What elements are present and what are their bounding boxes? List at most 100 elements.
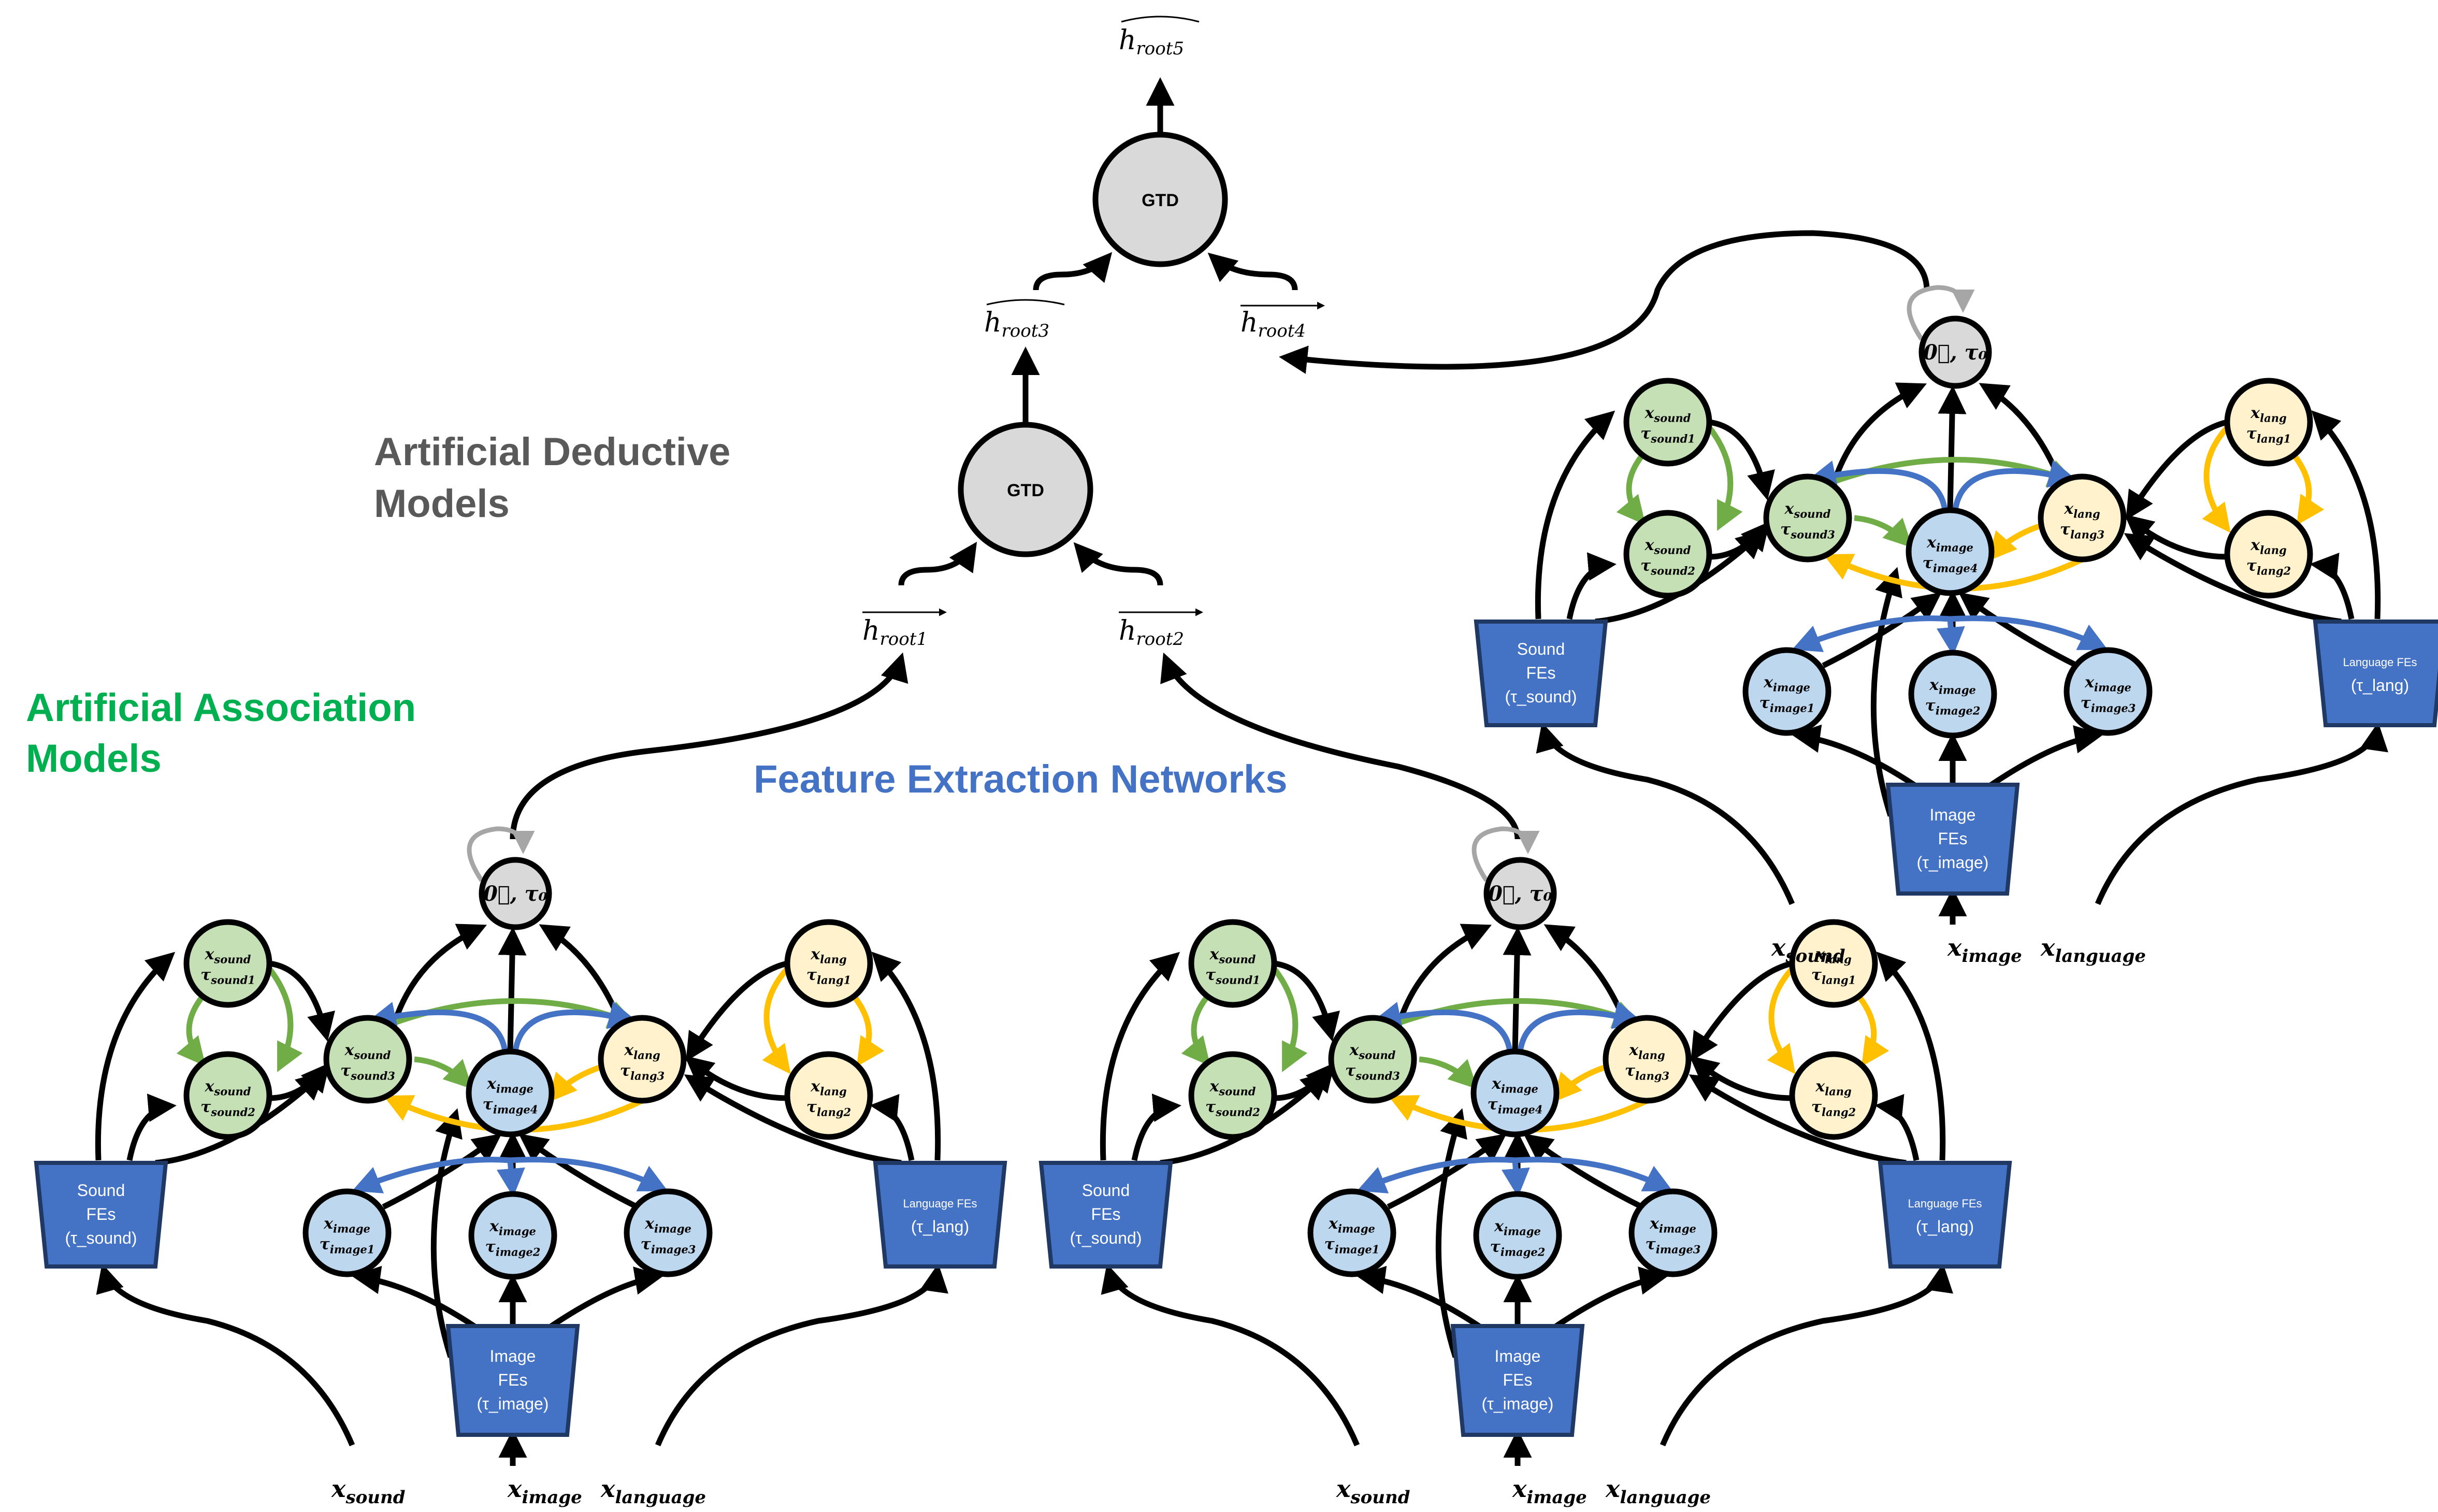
node-image1: [1307, 1188, 1396, 1277]
edge: [1503, 927, 1532, 1052]
image-fe-block-line3: (τ_image): [1482, 1394, 1554, 1413]
edge: [496, 1160, 525, 1197]
edge: [1501, 1160, 1530, 1197]
edge: [1387, 1133, 1507, 1209]
edge: [686, 960, 788, 1062]
node-image1: [302, 1188, 392, 1277]
node-sound2-type: τsound2: [1205, 1098, 1260, 1119]
node-image2-type: τimage2: [1925, 697, 1981, 717]
edge: [1274, 1062, 1335, 1101]
edge: [1616, 454, 1646, 525]
edge: [267, 967, 303, 1072]
gtd-top-label: GTD: [1142, 191, 1179, 210]
node-sound1: [183, 919, 272, 1008]
node-image4: [1470, 1048, 1560, 1137]
edge: [467, 826, 535, 882]
edge: [1660, 1263, 1953, 1447]
input-image: ximage: [507, 1475, 582, 1508]
node-sound3: [323, 1015, 412, 1104]
edge: [871, 952, 941, 1161]
node-sound1: [1188, 919, 1277, 1008]
node-image3-type: τimage3: [2081, 694, 2136, 715]
module-root-node: [1918, 315, 1992, 389]
edge: [2311, 410, 2381, 620]
edge: [1372, 1002, 1513, 1052]
node-image2: [1473, 1191, 1562, 1280]
node-sound2: [183, 1051, 272, 1140]
node-image4-var: ximage: [486, 1075, 533, 1096]
edge: [1952, 460, 2078, 511]
edge: [1472, 826, 1540, 882]
node-lang3-var: xlang: [2064, 500, 2100, 521]
edge: [95, 952, 176, 1161]
edge: [2124, 514, 2228, 560]
edge: [1552, 1064, 1607, 1103]
root4-label: hroot4: [1240, 307, 1306, 341]
edge: [1566, 552, 1617, 620]
language-fe-block-line1: Language FEs: [1908, 1197, 1982, 1210]
root1-label: hroot1: [862, 615, 928, 650]
sound-fe-block-line1: Sound: [77, 1181, 125, 1200]
node-image4-var: ximage: [1926, 534, 1973, 554]
node-sound2: [1188, 1051, 1277, 1140]
node-lang1: [1789, 919, 1878, 1008]
node-image2-var: ximage: [1494, 1217, 1541, 1238]
node-sound3-var: xsound: [1784, 500, 1831, 521]
module-middle: 0⃗, τ₀xsoundτsound1xsoundτsound2xsoundτs…: [1038, 826, 2012, 1508]
feature-extraction-label: Feature Extraction Networks: [754, 757, 1288, 801]
sound-fe-block-line3: (τ_sound): [1505, 687, 1577, 706]
edge: [2095, 722, 2388, 905]
node-image4-type: τimage4: [483, 1096, 538, 1116]
node-lang1-type: τlang1: [806, 966, 851, 987]
language-fe-block-line2: (τ_lang): [911, 1217, 969, 1236]
edge: [1691, 960, 1793, 1062]
edge: [2126, 419, 2228, 521]
node-sound1: [1623, 378, 1712, 467]
node-image4-var: ximage: [1491, 1075, 1538, 1096]
node-lang3: [598, 1015, 687, 1104]
edge: [126, 1093, 177, 1161]
sound-fe-block-line2: FEs: [86, 1205, 116, 1223]
edge: [1950, 615, 2108, 650]
edge: [542, 1266, 663, 1334]
edge: [2310, 553, 2355, 620]
edge: [1523, 1133, 1643, 1209]
edge: [510, 1157, 668, 1191]
edge: [1514, 1157, 1673, 1191]
node-image3-var: ximage: [2084, 673, 2131, 694]
node-lang3-var: xlang: [624, 1041, 660, 1062]
edge: [1274, 960, 1340, 1042]
node-lang1-var: xlang: [2250, 404, 2286, 425]
node-image4: [1906, 507, 1995, 596]
association-label-line1: Artificial Association: [26, 686, 416, 730]
node-image2-type: τimage2: [1490, 1238, 1546, 1259]
module-root-label: 0⃗, τ₀: [1923, 340, 1988, 365]
node-image1-var: ximage: [323, 1215, 370, 1235]
node-image2: [1908, 650, 1997, 739]
gtd-mid-node: [958, 422, 1093, 557]
edge: [1767, 967, 1796, 1074]
sound-fe-block-line1: Sound: [1517, 640, 1565, 658]
image-fe-block-line2: FEs: [1938, 829, 1968, 848]
node-image1-var: ximage: [1763, 673, 1810, 694]
node-sound2: [1623, 510, 1712, 599]
edge: [2202, 425, 2231, 533]
edge: [870, 1094, 915, 1161]
sound-fe-block: [34, 1161, 168, 1269]
node-image3-type: τimage3: [1646, 1235, 1701, 1256]
node-lang2: [1789, 1051, 1878, 1140]
node-image3-var: ximage: [644, 1215, 691, 1235]
edge: [684, 1055, 788, 1101]
edge: [1395, 924, 1492, 1027]
node-sound3: [1763, 473, 1852, 563]
node-lang2: [2224, 510, 2313, 599]
node-lang2-type: τlang2: [806, 1098, 851, 1119]
node-sound1-type: τsound1: [1640, 425, 1695, 445]
edge: [1876, 952, 1946, 1161]
node-image2: [468, 1191, 557, 1280]
language-fe-block-line1: Language FEs: [903, 1197, 977, 1210]
edge: [1792, 615, 1951, 652]
edge: [1536, 722, 1795, 905]
module-right: 0⃗, τ₀xsoundτsound1xsoundτsound2xsoundτs…: [1474, 285, 2438, 967]
node-sound3-var: xsound: [344, 1041, 391, 1062]
